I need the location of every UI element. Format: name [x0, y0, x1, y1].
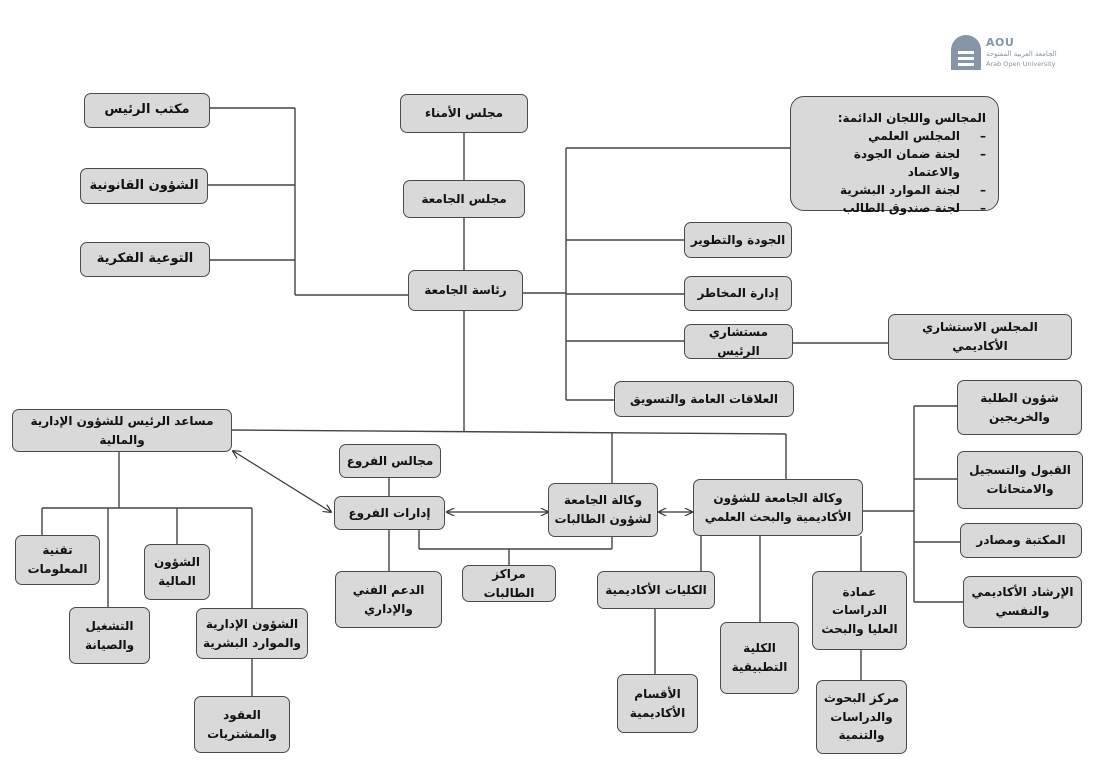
list-item: لجنة ضمان الجودة والاعتماد	[801, 145, 986, 181]
logo-abbr: AOU	[986, 36, 1015, 49]
node-academic-affairs-research: وكالة الجامعة للشؤون الأكاديمية والبحث ا…	[693, 479, 863, 536]
logo-arabic-name: الجامعة العربية المفتوحة	[986, 50, 1057, 58]
node-president-advisors: مستشاري الرئيس	[684, 324, 793, 359]
node-graduate-studies-deanship: عمادة الدراسات العليا والبحث	[812, 571, 907, 650]
node-standing-councils: المجالس واللجان الدائمة: المجلس العلمي ل…	[790, 96, 999, 217]
node-applied-college: الكلية التطبيقية	[720, 622, 799, 694]
node-female-student-affairs: وكالة الجامعة لشؤون الطالبات	[548, 483, 658, 537]
node-admin-hr: الشؤون الإدارية والموارد البشرية	[196, 608, 308, 659]
list-item: المجلس العلمي	[801, 127, 986, 145]
list-item: لجنة الموارد البشرية	[801, 181, 986, 199]
standing-councils-list: المجلس العلمي لجنة ضمان الجودة والاعتماد…	[801, 127, 986, 217]
standing-councils-title: المجالس واللجان الدائمة:	[837, 111, 986, 125]
node-technical-admin-support: الدعم الفني والإداري	[335, 571, 442, 628]
list-item: لجنة صندوق الطالب	[801, 199, 986, 217]
node-risk-management: إدارة المخاطر	[684, 276, 792, 311]
node-branch-administrations: إدارات الفروع	[334, 496, 445, 530]
node-branch-councils: مجالس الفروع	[339, 444, 441, 478]
node-university-council: مجلس الجامعة	[403, 180, 525, 218]
node-female-student-centers: مراكز الطالبات	[462, 565, 556, 602]
node-financial-affairs: الشؤون المالية	[144, 544, 210, 600]
node-intellectual-awareness: التوعية الفكرية	[80, 242, 210, 277]
node-vp-admin-finance: مساعد الرئيس للشؤون الإدارية والمالية	[12, 409, 232, 452]
node-legal-affairs: الشؤون القانونية	[80, 168, 208, 204]
node-student-affairs-graduates: شؤون الطلبة والخريجين	[957, 380, 1082, 435]
node-admission-registration: القبول والتسجيل والامتحانات	[957, 451, 1083, 509]
node-library-resources: المكتبة ومصادر	[960, 523, 1082, 558]
node-academic-psych-counseling: الإرشاد الأكاديمي والنفسي	[963, 576, 1082, 628]
node-president-office: مكتب الرئيس	[84, 93, 210, 128]
node-contracts-procurement: العقود والمشتريات	[194, 696, 290, 753]
aou-logo: AOU الجامعة العربية المفتوحة Arab Open U…	[950, 34, 1070, 74]
node-operations-maintenance: التشغيل والصيانة	[69, 607, 150, 664]
logo-english-name: Arab Open University	[986, 60, 1056, 68]
node-board-of-trustees: مجلس الأمناء	[400, 94, 528, 133]
node-academic-colleges: الكليات الأكاديمية	[597, 571, 715, 609]
node-information-technology: تقنية المعلومات	[15, 535, 100, 585]
node-academic-departments: الأقسام الأكاديمية	[617, 674, 698, 733]
node-academic-advisory-council: المجلس الاستشاري الأكاديمي	[888, 314, 1072, 360]
node-university-presidency: رئاسة الجامعة	[408, 270, 523, 311]
node-public-relations: العلاقات العامة والتسويق	[614, 381, 794, 417]
node-research-center: مركز البحوث والدراسات والتنمية	[816, 680, 907, 754]
node-quality-development: الجودة والتطوير	[684, 222, 792, 258]
aou-logo-icon	[951, 35, 981, 70]
